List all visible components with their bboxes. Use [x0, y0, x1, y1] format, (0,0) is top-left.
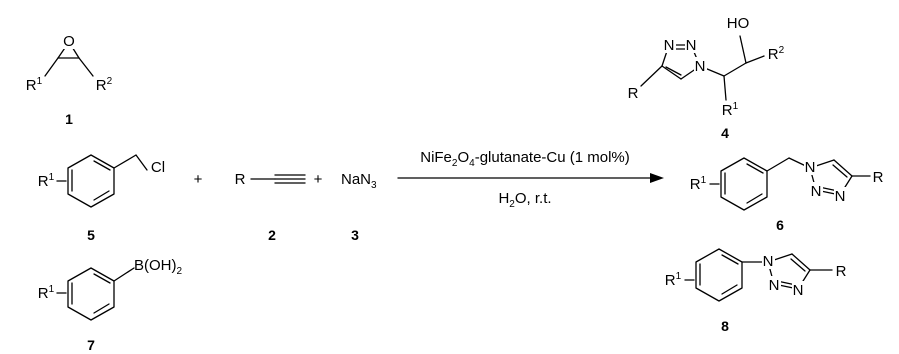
compound-7-boronic-acid: B(OH)2 R1 7 [38, 257, 183, 353]
compound-number-7: 7 [87, 337, 95, 353]
nitrogen-atom: N [763, 253, 774, 270]
compound-2-alkyne: R 2 [235, 171, 306, 243]
sodium-azide-formula: NaN3 [341, 171, 377, 191]
compound-number-4: 4 [721, 125, 729, 141]
nitrogen-atom: N [793, 282, 804, 299]
r-substituent: R [873, 169, 884, 186]
r1-substituent: R1 [26, 76, 43, 94]
compound-number-6: 6 [776, 217, 784, 233]
r-substituent: R [628, 85, 639, 102]
r1-substituent: R1 [665, 271, 682, 289]
compound-number-8: 8 [721, 318, 729, 334]
r1-substituent: R1 [722, 101, 739, 119]
compound-4-triazole-alcohol: N N N HO R2 R1 R 4 [628, 15, 785, 141]
compound-6-benzyl-triazole: N N N R R1 6 [690, 157, 884, 233]
nitrogen-atom: N [835, 188, 846, 205]
nitrogen-atom: N [769, 277, 780, 294]
compound-3-sodium-azide: NaN3 3 [341, 171, 377, 243]
r2-substituent: R2 [96, 76, 113, 94]
r1-substituent: R1 [38, 172, 55, 190]
r2-substituent: R2 [768, 45, 785, 63]
nitrogen-atom: N [686, 37, 697, 54]
chlorine-atom: Cl [151, 159, 165, 176]
catalyst-conditions: NiFe2O4-glutanate-Cu (1 mol%) [420, 149, 630, 169]
nitrogen-atom: N [805, 159, 816, 176]
r-substituent: R [836, 263, 847, 280]
solvent-conditions: H2O, r.t. [498, 190, 551, 210]
compound-8-aryl-triazole: N N N R R1 8 [665, 248, 847, 334]
hydroxyl-group: HO [727, 15, 750, 32]
plus-sign: + [194, 171, 203, 188]
alkyne-r-group: R [235, 171, 246, 188]
plus-sign: + [314, 171, 323, 188]
nitrogen-atom: N [695, 58, 706, 75]
r1-substituent: R1 [38, 284, 55, 302]
reaction-arrow: NiFe2O4-glutanate-Cu (1 mol%) H2O, r.t. [397, 149, 664, 210]
nitrogen-atom: N [811, 183, 822, 200]
compound-number-5: 5 [87, 227, 95, 243]
compound-number-3: 3 [351, 227, 359, 243]
nitrogen-atom: N [664, 37, 675, 54]
compound-1-epoxide: O R1 R2 1 [26, 32, 113, 127]
oxygen-atom: O [63, 33, 75, 50]
compound-number-2: 2 [268, 227, 276, 243]
compound-5-benzyl-chloride: Cl R1 5 [38, 154, 165, 243]
boronic-acid-group: B(OH)2 [134, 257, 183, 277]
compound-number-1: 1 [65, 111, 73, 127]
r1-substituent: R1 [690, 175, 707, 193]
